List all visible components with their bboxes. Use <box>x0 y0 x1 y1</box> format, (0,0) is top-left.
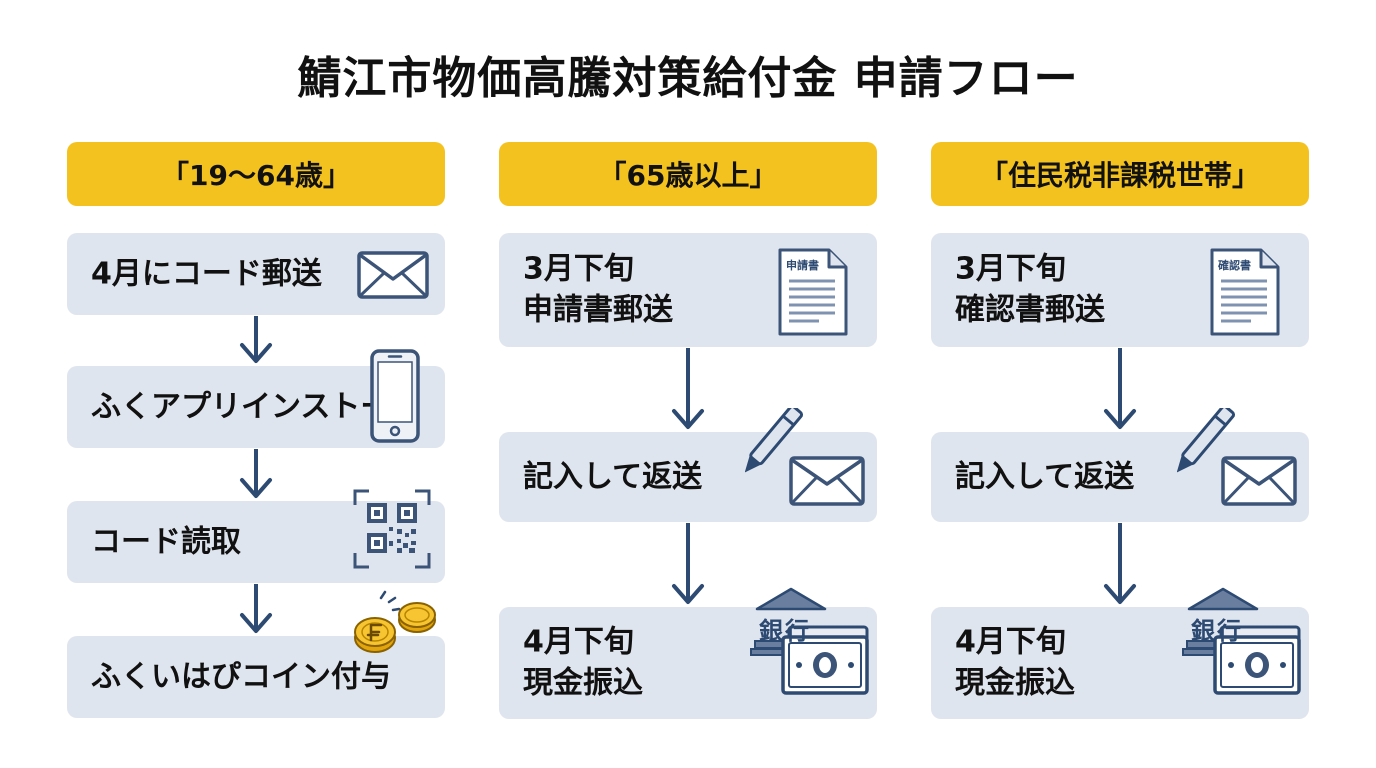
step-code-scan: コード読取 <box>67 489 445 583</box>
bank-cash-icon: 銀行 <box>747 585 873 709</box>
column-header: 「65歳以上」 <box>499 142 877 206</box>
column-tax-exempt: 「住民税非課税世帯」 3月下旬 確認書郵送 確認書 <box>931 0 1309 768</box>
column-header: 「19〜64歳」 <box>67 142 445 206</box>
step-cash-transfer: 4月下旬 現金振込 銀行 <box>499 587 877 719</box>
step-label: 3月下旬 申請書郵送 <box>523 251 673 328</box>
arrow-down-icon <box>239 449 273 499</box>
step-code-mail: 4月にコード郵送 <box>67 233 445 315</box>
pen-envelope-icon <box>744 405 869 514</box>
arrow-down-icon <box>1103 348 1137 430</box>
step-coin-grant: ふくいはぴコイン付与 <box>67 590 445 718</box>
step-label: 4月下旬 現金振込 <box>523 624 643 701</box>
step-fill-return: 記入して返送 <box>499 405 877 522</box>
smartphone-icon <box>369 348 421 448</box>
coin-icon <box>351 590 441 664</box>
document-icon: 申請書 <box>777 247 849 341</box>
step-application-mail: 3月下旬 申請書郵送 申請書 <box>499 233 877 347</box>
bank-label: 銀行 <box>759 617 811 645</box>
step-app-install: ふくアプリインストール <box>67 349 445 448</box>
arrow-down-icon <box>671 348 705 430</box>
bank-cash-icon: 銀行 <box>1179 585 1305 709</box>
step-label: 4月下旬 現金振込 <box>955 624 1075 701</box>
step-label: コード読取 <box>91 524 241 560</box>
step-label: 記入して返送 <box>955 459 1135 495</box>
arrow-down-icon <box>1103 523 1137 605</box>
step-label: ふくいはぴコイン付与 <box>91 659 391 695</box>
qr-code-icon <box>353 489 431 573</box>
step-label: 4月にコード郵送 <box>91 256 322 292</box>
column-19-64: 「19〜64歳」 4月にコード郵送 ふくアプリインストール <box>67 0 445 768</box>
step-label: 3月下旬 確認書郵送 <box>955 251 1105 328</box>
pen-envelope-icon <box>1176 405 1301 514</box>
document-icon: 確認書 <box>1209 247 1281 341</box>
arrow-down-icon <box>239 584 273 634</box>
bank-label: 銀行 <box>1191 617 1243 645</box>
step-cash-transfer: 4月下旬 現金振込 銀行 <box>931 587 1309 719</box>
arrow-down-icon <box>671 523 705 605</box>
envelope-icon <box>357 251 429 303</box>
step-label: ふくアプリインストール <box>91 389 421 425</box>
step-fill-return: 記入して返送 <box>931 405 1309 522</box>
document-label: 申請書 <box>786 259 819 272</box>
step-label: 記入して返送 <box>523 459 703 495</box>
column-header: 「住民税非課税世帯」 <box>931 142 1309 206</box>
document-label: 確認書 <box>1218 259 1251 272</box>
column-65-over: 「65歳以上」 3月下旬 申請書郵送 申請書 <box>499 0 877 768</box>
step-confirmation-mail: 3月下旬 確認書郵送 確認書 <box>931 233 1309 347</box>
arrow-down-icon <box>239 316 273 364</box>
page-title: 鯖江市物価高騰対策給付金 申請フロー <box>297 53 1079 104</box>
